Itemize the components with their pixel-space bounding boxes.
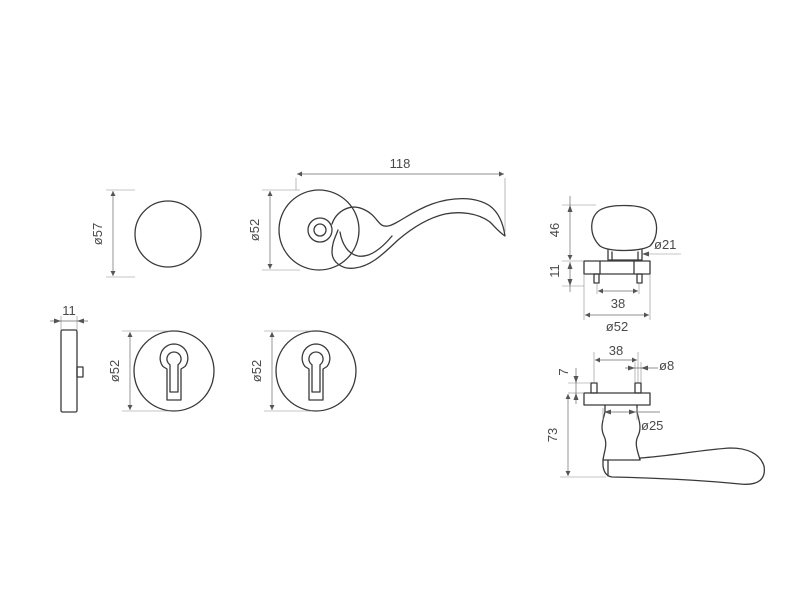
spacing-label: 38 <box>609 343 623 358</box>
lever-pin-right <box>634 382 642 394</box>
length-label: 118 <box>390 156 411 171</box>
escutcheon-left-view: ø52 <box>107 330 215 412</box>
plate-height-label: 7 <box>556 368 571 375</box>
diameter-label: ø52 <box>247 219 262 241</box>
escutcheon-right-view: ø52 <box>249 330 357 412</box>
lever-inner-curve <box>339 231 393 257</box>
height-label: 46 <box>547 223 562 237</box>
knob-head <box>591 204 658 252</box>
lever-outline <box>331 197 506 269</box>
base-height-label: 11 <box>547 264 562 278</box>
lever-side-view: 38 ø8 7 73 ø25 <box>545 343 766 485</box>
knob-pin-left <box>593 273 600 284</box>
lever-front-view: 118 ø52 <box>247 156 506 271</box>
diameter-label: ø52 <box>107 360 122 382</box>
keyhole-inner <box>308 351 324 393</box>
keyhole-outline <box>301 343 331 401</box>
keyhole-outline <box>159 343 189 401</box>
spindle-boss-inner <box>313 223 327 237</box>
rose-circle <box>278 189 360 271</box>
neck-diameter-label: ø25 <box>641 418 663 433</box>
lever-pin-left <box>590 382 598 394</box>
escutcheon-circle <box>133 330 215 412</box>
pin-diameter-label: ø8 <box>659 358 674 373</box>
rosette-side-pin <box>76 366 84 378</box>
rosette-side-view: 11 <box>50 303 88 413</box>
base-diameter-label: ø52 <box>606 319 628 334</box>
rosette-circle <box>134 200 202 268</box>
knob-side-view: 46 11 ø21 38 ø52 <box>547 196 681 334</box>
keyhole-inner <box>166 351 182 393</box>
diameter-label: ø57 <box>90 223 105 245</box>
escutcheon-circle <box>275 330 357 412</box>
lever-neck <box>601 404 641 461</box>
thickness-label: 11 <box>62 303 76 318</box>
knob-pin-right <box>636 273 643 284</box>
lever-handle <box>602 447 766 485</box>
lever-base-plate <box>583 392 651 406</box>
knob-base-plate <box>583 260 651 275</box>
round-rosette-front-view: ø57 <box>90 189 202 278</box>
rosette-side-body <box>60 329 78 413</box>
total-height-label: 73 <box>545 428 560 442</box>
spindle-boss-outer <box>307 217 333 243</box>
neck-diameter-label: ø21 <box>654 237 676 252</box>
diameter-label: ø52 <box>249 360 264 382</box>
knob-neck <box>607 249 643 261</box>
spacing-label: 38 <box>611 296 625 311</box>
